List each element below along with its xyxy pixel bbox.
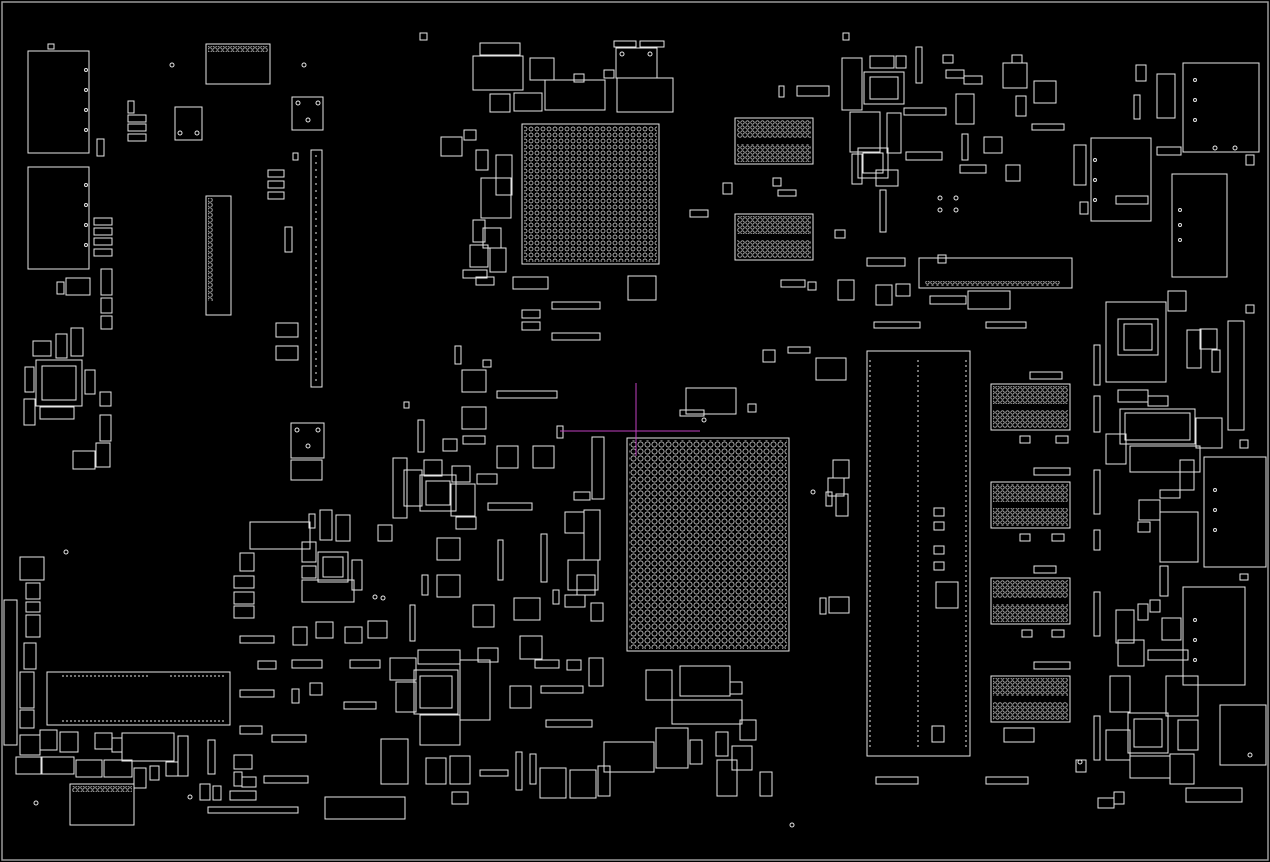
mosfet[interactable] [461, 406, 487, 430]
audio-connector[interactable] [46, 671, 231, 726]
smd-component-cluster [15, 32, 1255, 814]
mosfet[interactable] [1167, 290, 1187, 312]
power-connector[interactable] [1219, 704, 1267, 766]
pwm-controller-chip[interactable] [317, 551, 349, 583]
mosfet[interactable] [472, 604, 495, 628]
ec-chip[interactable] [863, 71, 905, 105]
sata-connector[interactable] [69, 783, 135, 826]
mosfet[interactable] [290, 459, 323, 481]
pci-slot[interactable] [310, 149, 323, 388]
mosfet[interactable] [1033, 80, 1057, 104]
mosfet[interactable] [174, 106, 203, 141]
mosfet[interactable] [436, 574, 461, 598]
audio-codec-chip[interactable] [413, 669, 459, 715]
mosfet[interactable] [440, 136, 463, 157]
mosfet[interactable] [290, 422, 325, 459]
mosfet[interactable] [576, 574, 596, 596]
crystal-oscillator[interactable] [380, 738, 409, 785]
usb-port[interactable] [27, 166, 90, 270]
pin-header-vertical[interactable] [1227, 320, 1245, 431]
clock-gen-chip[interactable] [1119, 408, 1196, 445]
lvds-connector[interactable] [918, 257, 1073, 289]
edge-connector-left[interactable] [3, 599, 18, 746]
bga-chip-cpu-socket[interactable] [626, 437, 790, 652]
vram-chip[interactable] [990, 675, 1071, 723]
mosfet[interactable] [509, 685, 532, 709]
vram-chip[interactable] [734, 117, 814, 165]
mosfet[interactable] [1138, 499, 1161, 521]
mosfet[interactable] [1199, 328, 1218, 350]
test-point-set [33, 62, 1083, 828]
mosfet[interactable] [461, 369, 487, 393]
dvi-port[interactable] [1182, 586, 1246, 686]
io-controller-chip[interactable] [857, 147, 889, 179]
mosfet[interactable] [291, 96, 324, 131]
header-connector[interactable] [1090, 137, 1152, 222]
fpc-connector[interactable] [205, 195, 232, 316]
mosfet[interactable] [496, 445, 519, 469]
vga-port[interactable] [1171, 173, 1228, 278]
rj45-port[interactable] [27, 43, 90, 154]
vram-chip[interactable] [990, 577, 1071, 625]
hdmi-port[interactable] [1203, 456, 1267, 568]
bga-chip-north-bridge[interactable] [521, 123, 660, 265]
usb-hub-chip[interactable] [1117, 318, 1159, 356]
mosfet[interactable] [436, 537, 461, 561]
front-panel-header[interactable] [324, 796, 406, 820]
vram-chip[interactable] [734, 213, 814, 261]
vram-chip[interactable] [990, 383, 1071, 431]
bios-chip[interactable] [419, 474, 457, 512]
memory-slot-dimm[interactable] [866, 350, 971, 757]
lan-port[interactable] [1182, 62, 1260, 153]
lan-controller-chip[interactable] [1127, 712, 1169, 754]
crosshair-icon [560, 383, 700, 456]
vram-chip[interactable] [990, 481, 1071, 529]
mosfet[interactable] [1161, 617, 1182, 641]
mosfet[interactable] [72, 450, 96, 470]
mosfet[interactable] [1115, 609, 1135, 644]
super-io-chip[interactable] [35, 359, 83, 407]
small-connector[interactable] [249, 521, 311, 550]
mosfet[interactable] [519, 635, 543, 660]
fpc-connector[interactable] [205, 43, 271, 85]
mosfet[interactable] [532, 445, 555, 469]
